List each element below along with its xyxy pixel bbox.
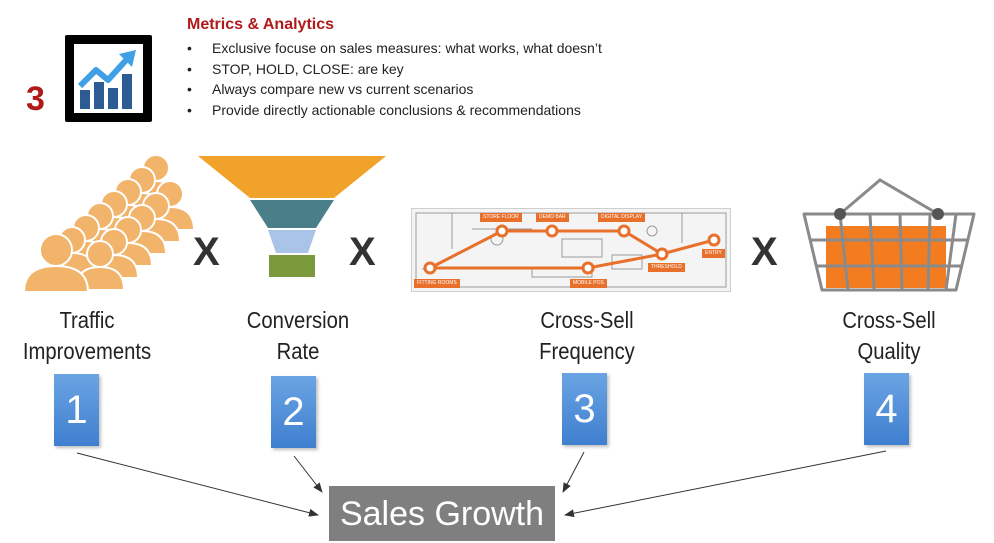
map-label: THRESHOLD (648, 263, 685, 272)
factor-caption: Traffic Improvements (12, 305, 162, 367)
bullet-item: Exclusive focuse on sales measures: what… (187, 38, 602, 59)
factor-caption-line: Cross-Sell (540, 307, 634, 333)
factor-caption: Cross-Sell Quality (814, 305, 964, 367)
multiply-operator: X (349, 230, 376, 274)
crowd-icon (18, 150, 195, 300)
map-label: MOBILE POS (570, 279, 607, 288)
factor-caption-line: Conversion (246, 307, 350, 333)
factor-caption-line: Frequency (539, 338, 635, 364)
sales-growth-box: Sales Growth (329, 486, 555, 541)
factor-caption-line: Traffic (59, 307, 115, 333)
map-label: STORE FLOOR (480, 213, 522, 222)
factor-caption: Conversion Rate (223, 305, 373, 367)
bullet-item: Always compare new vs current scenarios (187, 79, 602, 100)
basket-icon (800, 178, 980, 299)
factor-caption: Cross-Sell Frequency (512, 305, 662, 367)
multiply-operator: X (193, 230, 220, 274)
factor-number-box: 2 (271, 376, 316, 448)
factor-number-box: 4 (864, 373, 909, 445)
factor-caption-line: Improvements (22, 338, 152, 364)
bullet-list: Exclusive focuse on sales measures: what… (187, 38, 602, 121)
factor-caption-line: Cross-Sell (842, 307, 936, 333)
section-title: Metrics & Analytics (187, 16, 335, 33)
map-label: DIGITAL DISPLAY (598, 213, 646, 222)
funnel-icon (198, 156, 386, 283)
factor-caption-line: Quality (857, 338, 921, 364)
growth-chart-icon (65, 35, 152, 122)
multiply-operator: X (751, 230, 778, 274)
factor-number-box: 3 (562, 373, 607, 445)
map-label: DEMO BAR (536, 213, 569, 222)
map-label: ENTRY (702, 249, 725, 258)
store-map-icon: STORE FLOOR DEMO BAR DIGITAL DISPLAY FIT… (411, 208, 731, 292)
bullet-item: Provide directly actionable conclusions … (187, 100, 602, 121)
map-label: FITTING ROOMS (414, 279, 460, 288)
bullet-item: STOP, HOLD, CLOSE: are key (187, 59, 602, 80)
step-number: 3 (26, 80, 45, 118)
factor-caption-line: Rate (276, 338, 320, 364)
factor-number-box: 1 (54, 374, 99, 446)
